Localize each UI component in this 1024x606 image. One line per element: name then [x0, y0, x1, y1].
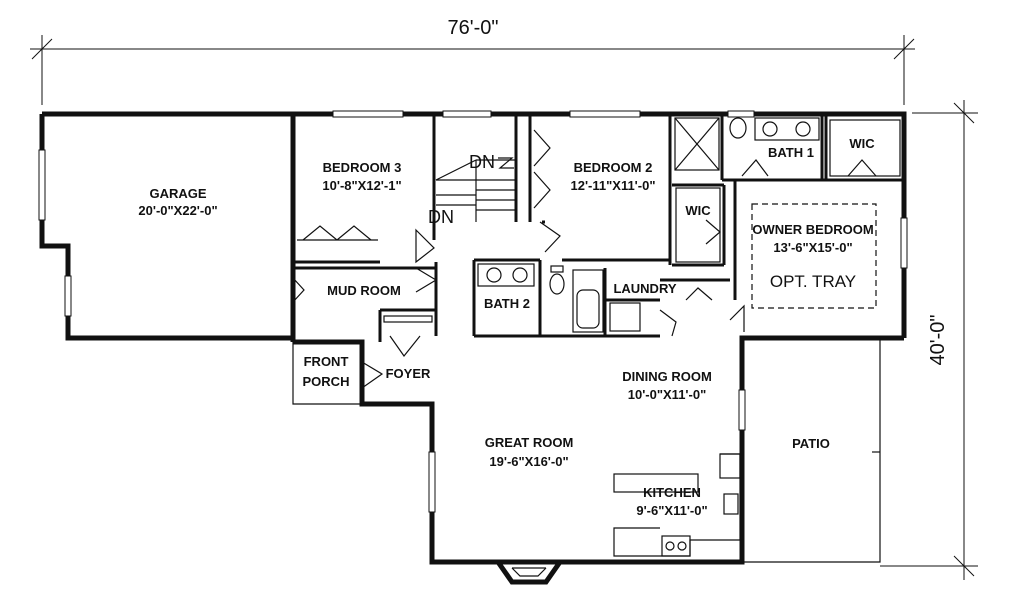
- dimension-depth: [880, 100, 978, 580]
- bedroom2-size: 12'-11"X11'-0": [570, 178, 655, 193]
- front-porch-line1: FRONT: [304, 354, 349, 369]
- bedroom3-name: BEDROOM 3: [323, 160, 402, 175]
- owner-bedroom-note: OPT. TRAY: [770, 272, 856, 291]
- dining-room-size: 10'-0"X11'-0": [628, 387, 707, 402]
- owner-bedroom-size: 13'-6"X15'-0": [773, 240, 852, 255]
- bath1-name: BATH 1: [768, 145, 814, 160]
- owner-bedroom-name: OWNER BEDROOM: [752, 222, 873, 237]
- stairs-down-lower: DN: [428, 207, 454, 227]
- kitchen-size: 9'-6"X11'-0": [636, 503, 707, 518]
- fixtures: [477, 117, 820, 585]
- overall-width-label: 76'-0": [448, 17, 499, 39]
- patio-name: PATIO: [792, 436, 830, 451]
- closets: [297, 119, 901, 323]
- kitchen-name: KITCHEN: [643, 485, 701, 500]
- dimension-width: [30, 35, 915, 105]
- foyer-name: FOYER: [386, 366, 431, 381]
- bath2-name: BATH 2: [484, 296, 530, 311]
- laundry-name: LAUNDRY: [613, 281, 676, 296]
- stairs-down-upper: DN: [469, 152, 495, 172]
- mud-room-name: MUD ROOM: [327, 283, 401, 298]
- wic-hall-name: WIC: [685, 203, 711, 218]
- wic-owner-name: WIC: [849, 136, 875, 151]
- overall-depth-label: 40'-0": [927, 315, 949, 366]
- front-porch-line2: PORCH: [303, 374, 350, 389]
- porch-patio: [292, 338, 881, 563]
- great-room-name: GREAT ROOM: [485, 435, 574, 450]
- dining-room-name: DINING ROOM: [622, 369, 712, 384]
- bedroom3-size: 10'-8"X12'-1": [322, 178, 401, 193]
- staircase: [435, 157, 516, 222]
- door-swings: [292, 159, 877, 389]
- windows: [38, 110, 908, 513]
- interior-walls: [293, 114, 904, 342]
- great-room-size: 19'-6"X16'-0": [489, 454, 568, 469]
- opt-tray-outline: [751, 203, 877, 309]
- bedroom2-name: BEDROOM 2: [574, 160, 653, 175]
- garage-size: 20'-0"X22'-0": [138, 203, 217, 218]
- garage-name: GARAGE: [149, 186, 206, 201]
